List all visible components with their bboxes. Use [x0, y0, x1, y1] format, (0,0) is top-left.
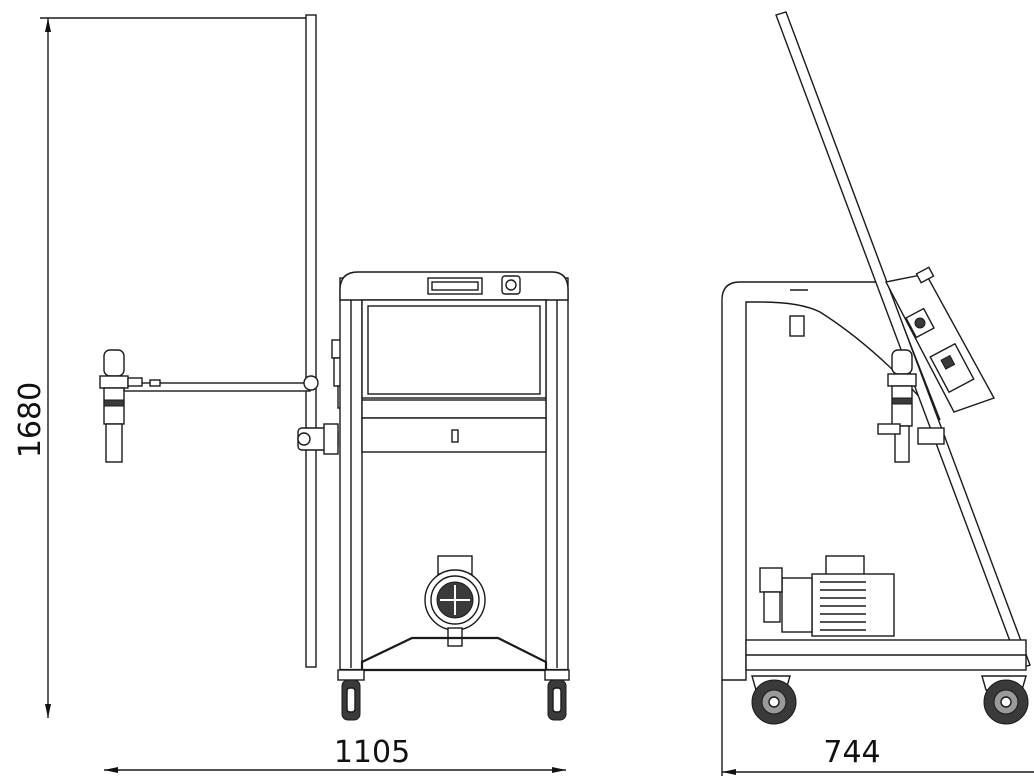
side-valve-head [891, 349, 913, 375]
side-depth-arrow-left [722, 769, 736, 775]
side-inclined-rod [775, 11, 1031, 669]
front-vertical-rod [305, 14, 317, 668]
side-pump [759, 555, 895, 637]
side-regulator-gauge [940, 354, 956, 370]
front-panel-latch [451, 429, 459, 443]
side-control-box-cap [915, 266, 935, 284]
side-depth-dimension: 744 [721, 680, 1034, 776]
side-pump-fins [820, 581, 866, 631]
front-control-box-inner [367, 305, 541, 395]
front-base-bracket [360, 636, 548, 670]
front-right-caster [544, 669, 570, 721]
front-left-wheel-hub [346, 687, 356, 713]
front-arm-clamp [127, 377, 143, 387]
side-pump-motor [811, 573, 895, 637]
side-valve-collar [887, 373, 917, 387]
front-top-button-center [505, 279, 517, 291]
side-valve-band [891, 397, 913, 405]
front-arm-clamp-2 [149, 379, 161, 387]
front-arm-assembly [99, 349, 319, 463]
side-bracket [789, 315, 805, 337]
height-dimension: 1680 [13, 17, 310, 718]
side-switch-knob [914, 317, 926, 329]
front-rod-fitting [297, 423, 339, 455]
front-valve-spout [105, 423, 123, 463]
side-valve-clamp [877, 423, 901, 435]
height-arrow-bottom [45, 704, 51, 718]
front-fitting-clamp [323, 423, 339, 455]
front-rod-knob [303, 375, 319, 391]
front-valve-band [103, 399, 125, 407]
front-width-arrow-right [552, 767, 566, 773]
front-width-dimension: 1105 [104, 735, 566, 773]
side-right-caster [981, 675, 1029, 725]
side-body-outline [721, 281, 941, 681]
side-rod-fitting [917, 427, 945, 445]
side-left-caster [751, 675, 797, 725]
front-left-caster-mount [337, 669, 365, 681]
front-view [99, 14, 570, 721]
front-pump [424, 555, 486, 647]
side-right-wheel-hub [1000, 696, 1012, 708]
front-width-label: 1105 [334, 735, 410, 770]
side-valve-spout [894, 425, 910, 463]
side-control-box [884, 266, 996, 413]
side-pump-inlet-pipe [763, 591, 781, 623]
front-fitting-knob [297, 432, 311, 446]
side-regulator [929, 342, 975, 394]
height-dimension-label: 1680 [13, 382, 48, 458]
front-mid-strip [361, 399, 547, 419]
front-right-caster-mount [544, 669, 570, 681]
front-width-arrow-left [104, 767, 118, 773]
side-view [721, 11, 1031, 725]
side-left-wheel-hub [768, 696, 780, 708]
side-pump-inlet [759, 567, 783, 593]
side-pump-junction-box [825, 555, 865, 577]
side-valve [877, 349, 945, 463]
height-arrow-top [45, 18, 51, 32]
front-valve-head [103, 349, 125, 377]
side-depth-label: 744 [823, 735, 880, 770]
side-valve-body [891, 385, 913, 427]
front-right-wheel-hub [552, 687, 562, 713]
front-valve-collar [99, 375, 129, 389]
side-pump-head [781, 577, 813, 633]
front-left-caster [337, 669, 365, 721]
front-display-screen [431, 281, 479, 291]
